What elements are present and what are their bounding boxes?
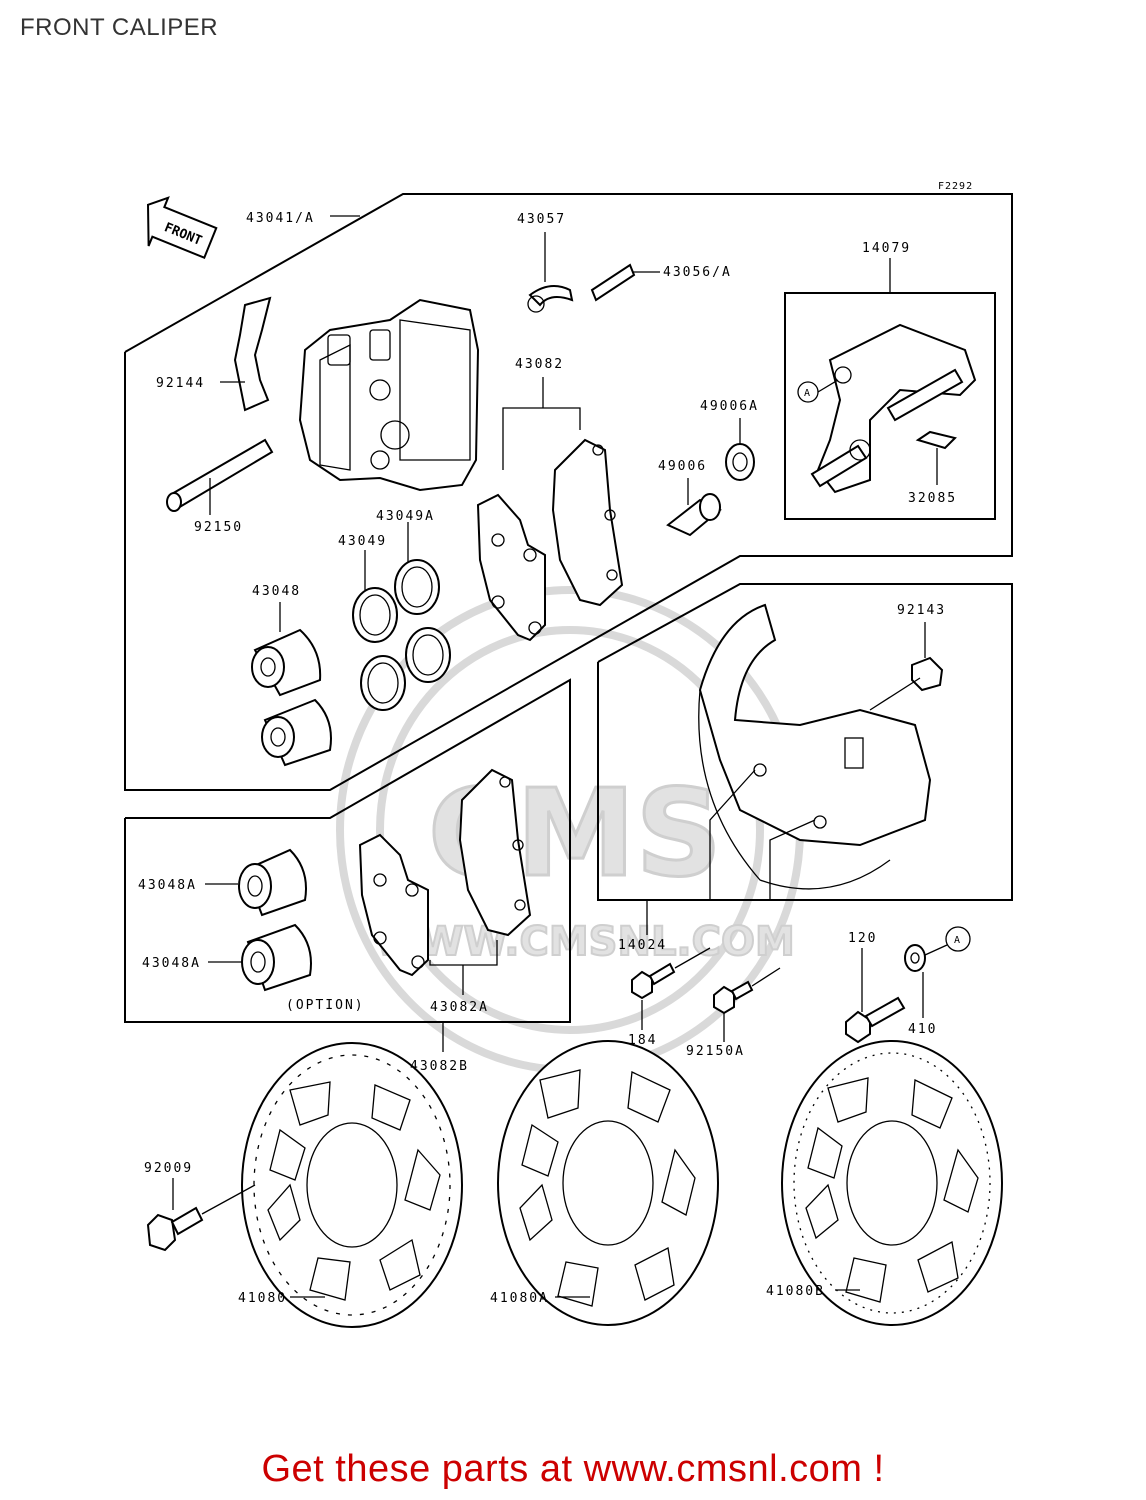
label-43048a-2: 43048A xyxy=(142,956,201,971)
label-43056-a: 43056/A xyxy=(663,265,732,280)
label-49006a: 49006A xyxy=(700,399,759,414)
brake-pads xyxy=(476,377,624,642)
label-43049: 43049 xyxy=(338,534,387,549)
label-410: 410 xyxy=(908,1022,937,1037)
label-92150a: 92150A xyxy=(686,1044,745,1059)
label-41080: 41080 xyxy=(238,1291,287,1306)
pad-retainer xyxy=(915,430,957,485)
front-arrow-icon: FRONT xyxy=(147,196,218,260)
cover-box-outline xyxy=(597,583,1013,901)
label-32085: 32085 xyxy=(908,491,957,506)
caliper-body xyxy=(298,298,480,492)
label-43057: 43057 xyxy=(517,212,566,227)
label-41080b: 41080B xyxy=(766,1284,825,1299)
label-43048a-1: 43048A xyxy=(138,878,197,893)
dust-seal xyxy=(725,418,755,481)
label-92143: 92143 xyxy=(897,603,946,618)
label-43082a: 43082A xyxy=(430,1000,489,1015)
bleed-cap xyxy=(527,232,574,313)
disc-bolt xyxy=(146,1178,256,1252)
bleed-valve xyxy=(590,263,660,302)
option-box-outline xyxy=(124,678,571,1023)
piston-seals xyxy=(352,522,451,711)
label-92144: 92144 xyxy=(156,376,205,391)
cover-bolt xyxy=(631,947,711,1030)
label-49006: 49006 xyxy=(658,459,707,474)
figure-code: F2292 xyxy=(938,181,973,192)
slide-pin xyxy=(166,438,274,515)
brake-disc-a xyxy=(497,1040,719,1326)
circle-marker-a-2: A xyxy=(954,935,961,946)
label-92009: 92009 xyxy=(144,1161,193,1176)
label-43082: 43082 xyxy=(515,357,564,372)
circle-marker-a: A xyxy=(804,388,811,399)
label-120: 120 xyxy=(848,931,877,946)
watermark-url: WWW.CMSNL.COM xyxy=(375,919,795,965)
label-14079: 14079 xyxy=(862,241,911,256)
label-43082b: 43082B xyxy=(410,1059,469,1074)
label-41080a: 41080A xyxy=(490,1291,549,1306)
cover-screw xyxy=(713,967,781,1042)
caliper-cover xyxy=(646,603,944,935)
label-43048: 43048 xyxy=(252,584,301,599)
label-184: 184 xyxy=(628,1033,657,1048)
promo-link[interactable]: Get these parts at www.cmsnl.com ! xyxy=(261,1448,885,1490)
caliper-mount-bolt xyxy=(845,948,906,1044)
label-43049a: 43049A xyxy=(376,509,435,524)
page-title: FRONT CALIPER xyxy=(20,14,219,41)
caliper-bracket: A xyxy=(797,323,977,494)
label-14024: 14024 xyxy=(618,938,667,953)
pad-spring xyxy=(233,296,272,412)
pistons xyxy=(251,602,332,767)
option-pistons xyxy=(205,848,312,992)
front-arrow-label: FRONT xyxy=(162,220,204,249)
option-note: (OPTION) xyxy=(286,998,365,1013)
brake-disc-b xyxy=(781,1040,1003,1326)
brake-disc xyxy=(241,1042,463,1328)
caliper-assembly-outline xyxy=(124,193,1013,791)
label-43041-a: 43041/A xyxy=(246,211,315,226)
watermark: CMS WWW.CMSNL.COM xyxy=(336,586,804,1074)
washer: A xyxy=(904,926,971,1018)
label-92150: 92150 xyxy=(194,520,243,535)
option-pads xyxy=(358,768,532,995)
pin-boot xyxy=(666,478,722,537)
